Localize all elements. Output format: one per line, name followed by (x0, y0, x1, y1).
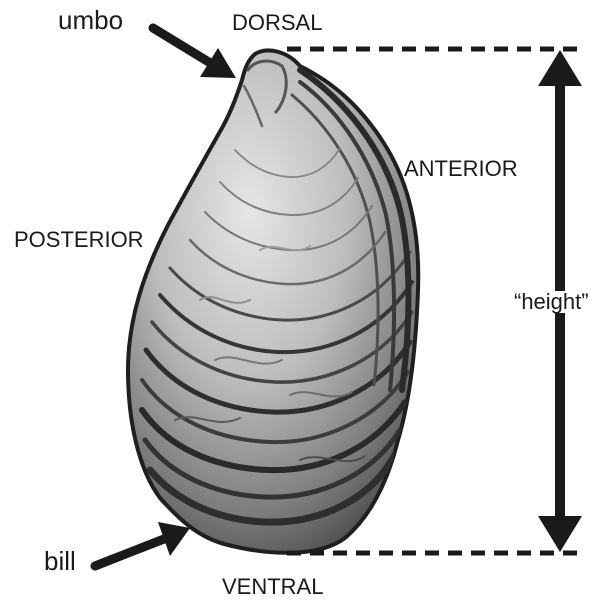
dorsal-label: DORSAL (232, 12, 322, 34)
height-label: “height” (512, 291, 591, 313)
umbo-pointer-arrow-icon (153, 28, 236, 78)
bill-label: bill (44, 548, 76, 574)
oyster-shell (128, 50, 418, 552)
anterior-label: ANTERIOR (404, 158, 518, 180)
umbo-label: umbo (58, 7, 123, 33)
bill-pointer-arrow-icon (95, 522, 190, 566)
ventral-label: VENTRAL (222, 576, 323, 598)
posterior-label: POSTERIOR (14, 229, 144, 251)
